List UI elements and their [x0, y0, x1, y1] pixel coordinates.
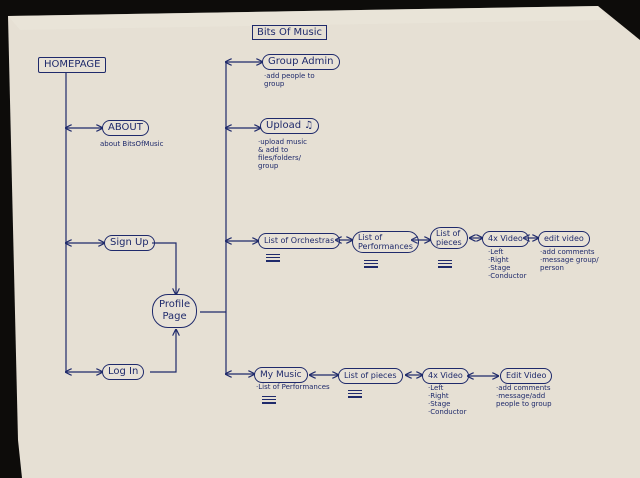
edit-video-node: Edit Video	[500, 368, 553, 384]
edit-video-node: edit video	[538, 231, 590, 247]
paper-sheet	[8, 6, 640, 478]
profile-page-node: Profile Page	[152, 294, 198, 328]
upload-note: ·upload music & add to files/folders/ gr…	[258, 138, 307, 170]
homepage-node: HOMEPAGE	[38, 57, 107, 73]
about-node: ABOUT	[102, 120, 149, 136]
log-in-node: Log In	[102, 364, 145, 380]
list-icon	[438, 258, 452, 269]
list-icon	[364, 258, 378, 269]
list-icon	[266, 252, 280, 263]
my-music-node: My Music	[254, 367, 308, 383]
4x-video-node: 4x Video	[422, 368, 469, 384]
list-of-pieces-node: List of pieces	[338, 368, 403, 384]
4x-video-node: 4x Video	[482, 231, 529, 247]
list-of-orchestras-node: List of Orchestras	[258, 233, 341, 249]
my-music-note: ·List of Performances	[256, 383, 330, 391]
list-of-pieces-node: List of pieces	[430, 227, 468, 249]
list-icon	[262, 394, 276, 405]
4x-video-note: ·Left ·Right ·Stage ·Conductor	[428, 384, 467, 416]
list-of-performances-node: List of Performances	[352, 231, 419, 253]
about-note: about BitsOfMusic	[100, 140, 164, 148]
sign-up-node: Sign Up	[104, 235, 155, 251]
edit-video-note: ·add comments ·message/add people to gro…	[496, 384, 552, 408]
group-admin-node: Group Admin	[262, 54, 340, 70]
4x-video-note: ·Left ·Right ·Stage ·Conductor	[488, 248, 527, 280]
upload-node: Upload ♫	[260, 118, 320, 134]
edit-video-note: ·add comments ·message group/ person	[540, 248, 599, 272]
list-icon	[348, 388, 362, 399]
diagram-title: Bits Of Music	[252, 25, 327, 40]
group-admin-note: ·add people to group	[264, 72, 315, 88]
